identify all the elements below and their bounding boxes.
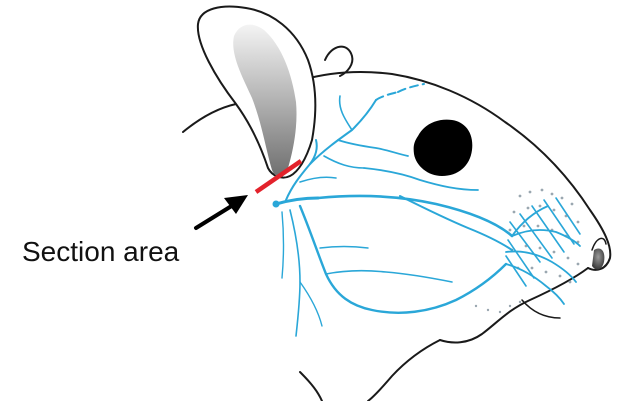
- nose-tip: [592, 249, 604, 270]
- eye: [414, 120, 473, 176]
- section-area-label: Section area: [22, 238, 179, 266]
- ear: [198, 7, 315, 178]
- arrow-right-up-icon: [196, 195, 248, 228]
